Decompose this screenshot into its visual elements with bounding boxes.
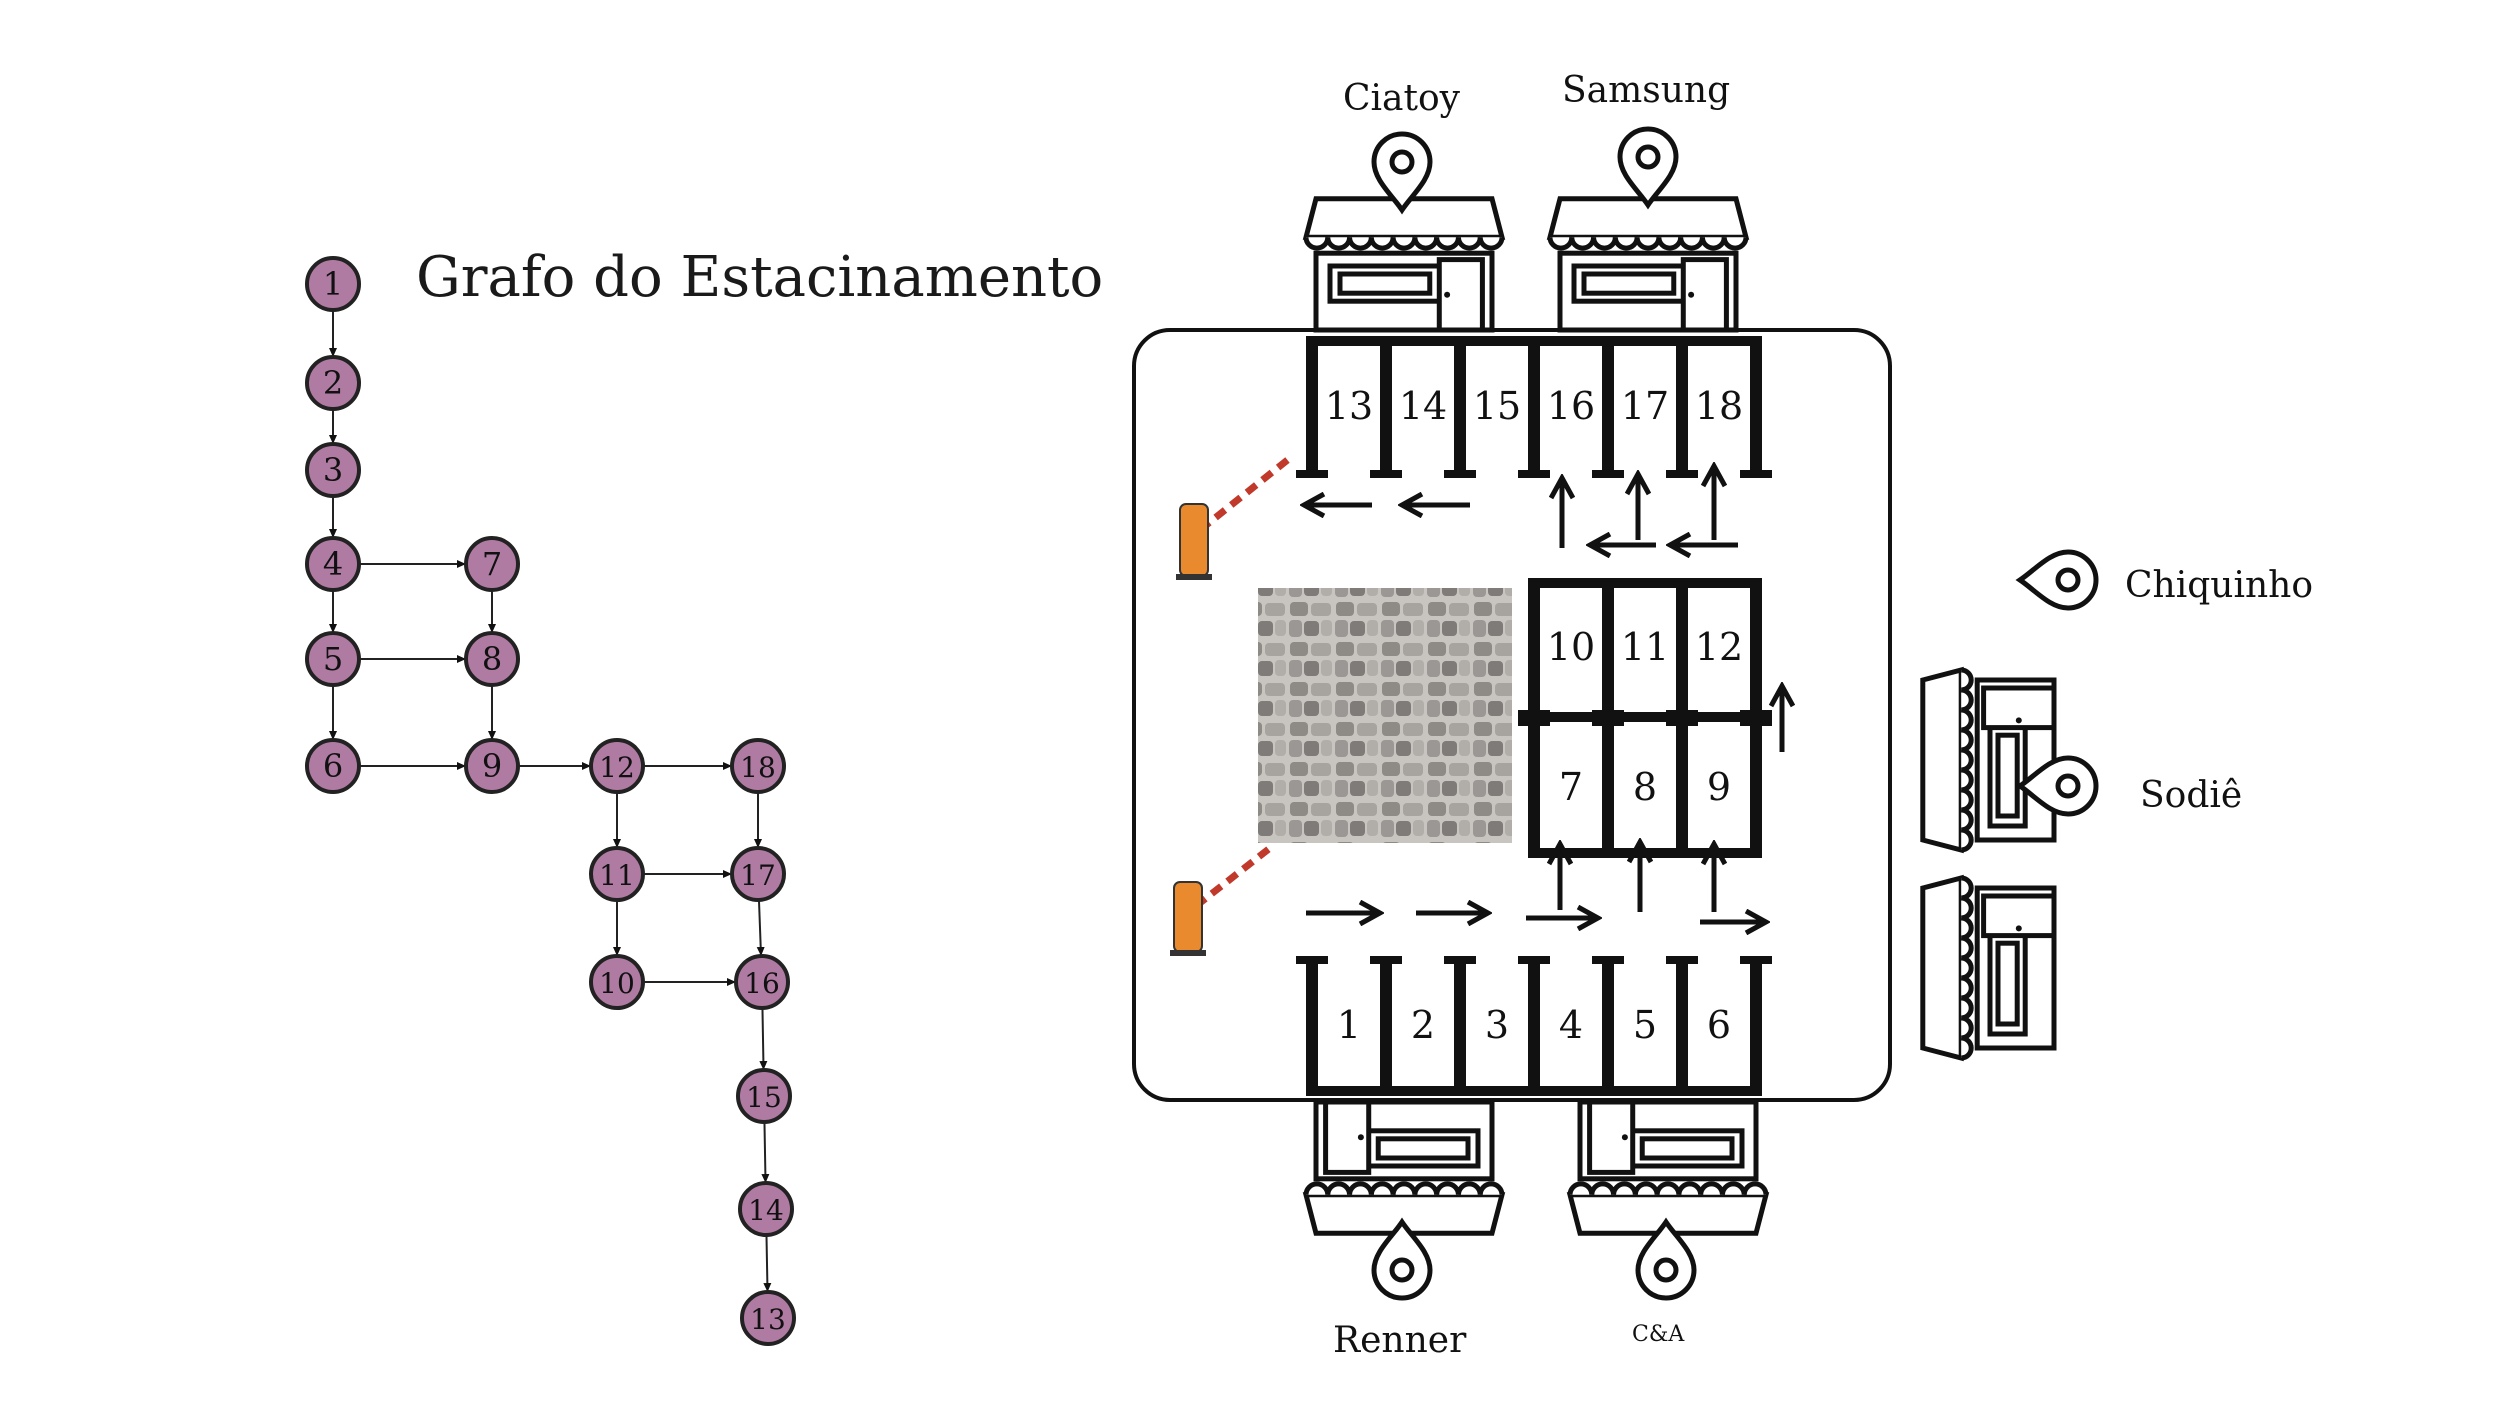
location-pin-icon (1371, 131, 1433, 215)
graph-node-17: 17 (730, 846, 786, 902)
parking-spot-15: 15 (1473, 384, 1521, 428)
parking-spot-7: 7 (1559, 765, 1583, 809)
parking-spot-11: 11 (1621, 625, 1669, 669)
parking-spot-8: 8 (1633, 765, 1657, 809)
graph-node-label: 2 (323, 364, 343, 402)
store-label-ciatoy: Ciatoy (1343, 78, 1460, 119)
graph-node-1: 1 (305, 256, 361, 312)
graph-node-label: 5 (323, 640, 343, 678)
graph-node-10: 10 (589, 954, 645, 1010)
graph-node-label: 1 (323, 265, 343, 303)
spots-bottom-row: 1 2 3 4 5 6 (1296, 956, 1772, 1096)
location-pin-icon (1371, 1217, 1433, 1301)
parking-spot-3: 3 (1485, 1003, 1509, 1047)
graph-node-11: 11 (589, 846, 645, 902)
graph-edge-15-14 (761, 1121, 770, 1184)
graph-node-label: 4 (323, 545, 343, 583)
graph-node-label: 10 (599, 967, 635, 1000)
graph-node-label: 3 (323, 451, 343, 489)
store-label-sodie: Sodiê (2140, 775, 2243, 816)
parking-spot-1: 1 (1337, 1003, 1361, 1047)
graph-node-13: 13 (740, 1290, 796, 1346)
graph-node-label: 15 (746, 1081, 782, 1114)
parking-spot-13: 13 (1325, 384, 1373, 428)
graph-node-18: 18 (730, 738, 786, 794)
graph-node-label: 7 (482, 545, 502, 583)
graph-node-14: 14 (738, 1181, 794, 1237)
graph-node-label: 14 (748, 1194, 784, 1227)
graph-node-label: 13 (750, 1303, 786, 1336)
graph-node-label: 11 (599, 859, 635, 892)
storefront-icon (1566, 1099, 1770, 1236)
location-pin-icon (1635, 1217, 1697, 1301)
parking-spot-5: 5 (1633, 1003, 1657, 1047)
direction-arrows (1304, 466, 1782, 922)
graph-edge-17-16 (756, 899, 765, 957)
parking-spot-12: 12 (1695, 625, 1743, 669)
graph-node-2: 2 (305, 355, 361, 411)
graph-node-12: 12 (589, 738, 645, 794)
graph-node-8: 8 (464, 631, 520, 687)
parking-barrier-icon (1176, 455, 1293, 580)
location-pin-icon (1617, 126, 1679, 210)
spots-middle-upper: 10 11 12 (1518, 578, 1772, 722)
storefront-icon (1546, 196, 1750, 333)
location-pin-icon (2015, 549, 2099, 611)
graph-edges (329, 310, 772, 1293)
parking-spot-6: 6 (1707, 1003, 1731, 1047)
graph-node-label: 18 (740, 751, 776, 784)
graph-node-label: 12 (599, 751, 635, 784)
store-label-ca: C&A (1632, 1322, 1685, 1347)
storefront-icon (1920, 666, 2057, 854)
graph-title: Grafo do Estacinamento (416, 245, 1104, 310)
graph-edge-16-15 (759, 1007, 768, 1071)
graph-node-3: 3 (305, 442, 361, 498)
graph-node-label: 6 (323, 747, 343, 785)
spots-top-row: 13 14 15 16 17 18 (1296, 336, 1772, 478)
store-label-samsung: Samsung (1562, 70, 1731, 111)
storefront-icon (1302, 196, 1506, 333)
graph-node-4: 4 (305, 536, 361, 592)
parking-barrier-icon (1170, 845, 1273, 956)
location-pin-icon (2015, 755, 2099, 817)
graph-node-label: 9 (482, 747, 502, 785)
parking-spot-18: 18 (1695, 384, 1743, 428)
store-label-chiquinho: Chiquinho (2125, 565, 2314, 606)
storefront-icon (1920, 874, 2057, 1062)
parking-spot-9: 9 (1707, 765, 1731, 809)
cobblestone-area (1258, 588, 1512, 843)
graph-node-label: 8 (482, 640, 502, 678)
parking-spot-4: 4 (1559, 1003, 1583, 1047)
graph-node-label: 16 (744, 967, 780, 1000)
parking-spot-2: 2 (1411, 1003, 1435, 1047)
graph-node-15: 15 (736, 1068, 792, 1124)
graph-node-5: 5 (305, 631, 361, 687)
parking-spot-10: 10 (1547, 625, 1595, 669)
parking-spot-17: 17 (1621, 384, 1669, 428)
parking-spot-16: 16 (1547, 384, 1595, 428)
graph-node-7: 7 (464, 536, 520, 592)
graph-node-label: 17 (740, 859, 776, 892)
graph-node-16: 16 (734, 954, 790, 1010)
storefront-icon (1302, 1099, 1506, 1236)
graph-node-6: 6 (305, 738, 361, 794)
stores (1302, 126, 2099, 1301)
store-label-renner: Renner (1333, 1320, 1467, 1361)
graph-node-9: 9 (464, 738, 520, 794)
parking-spot-14: 14 (1399, 384, 1447, 428)
graph-edge-14-13 (763, 1234, 772, 1293)
